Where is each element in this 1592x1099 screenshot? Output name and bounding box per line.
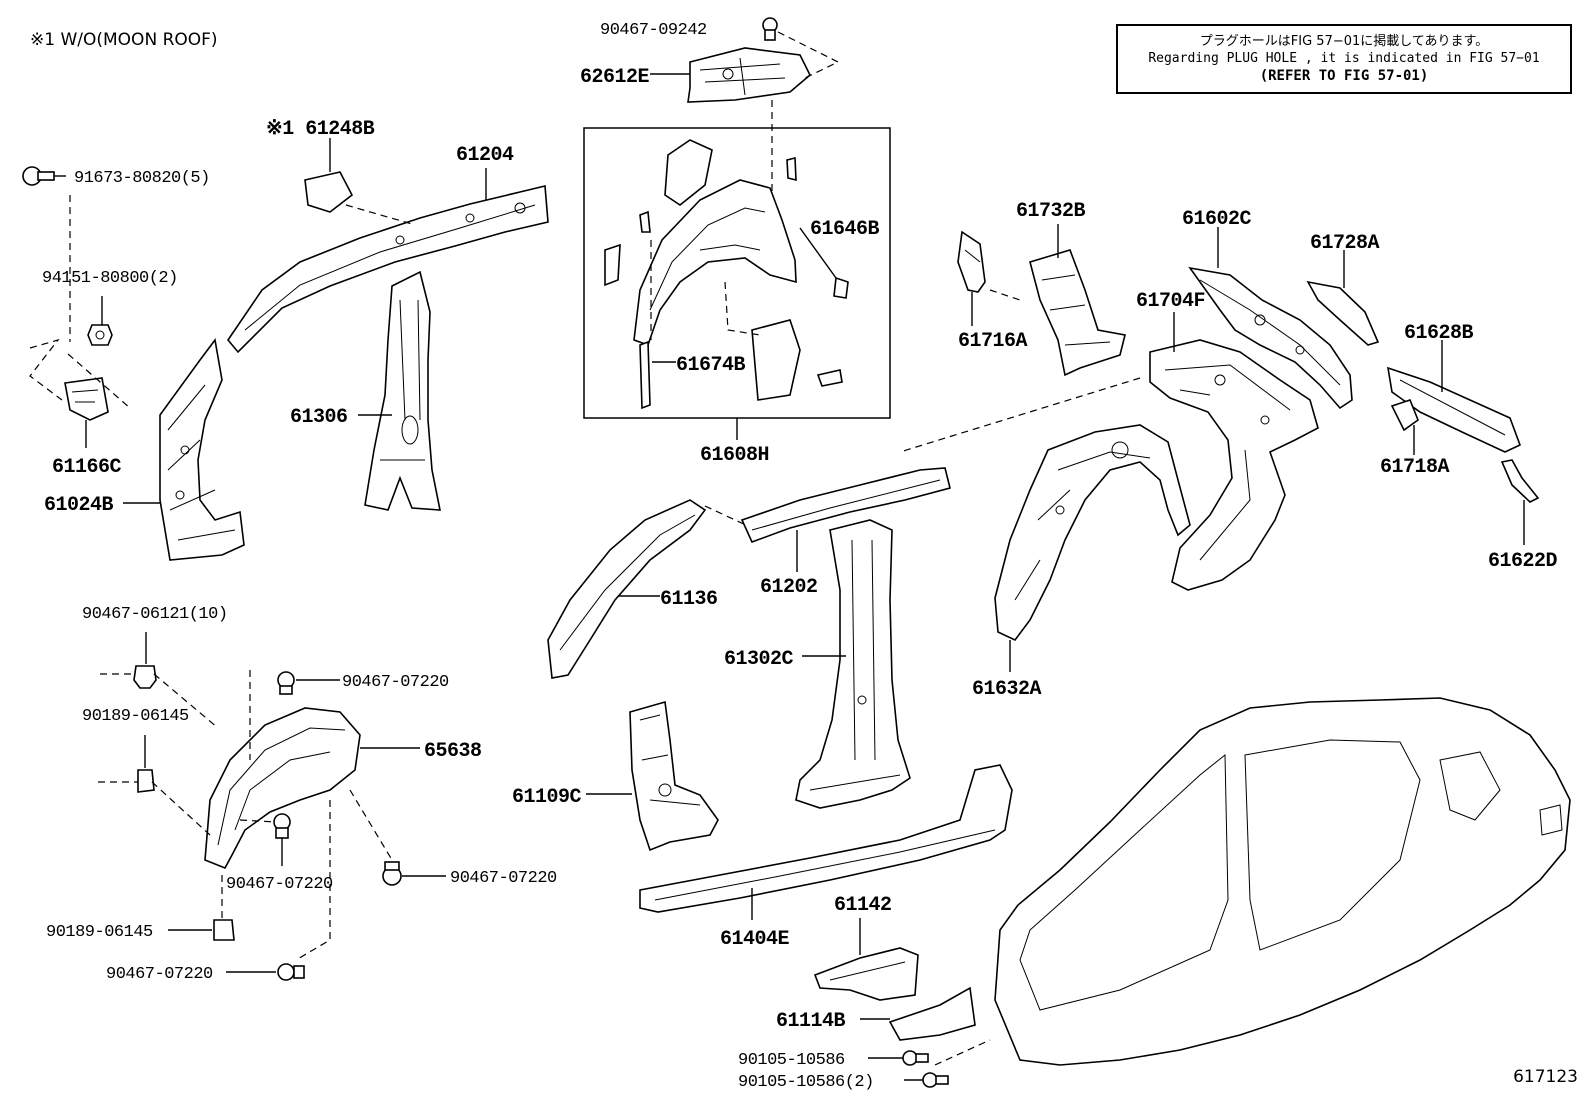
figure-number: 617123 [1513, 1067, 1578, 1087]
label-61602c: 61602C [1182, 208, 1252, 231]
fastener-90467-07220-clip-b [273, 813, 291, 839]
part-61306-b-pillar-illustration [364, 270, 441, 511]
part-61166c-bracket-illustration [64, 377, 109, 421]
label-90189-06145-b: 90189-06145 [46, 923, 153, 942]
label-61202: 61202 [760, 576, 818, 599]
part-61602c-rail-illustration [1188, 266, 1353, 410]
part-61136-a-pillar-outer-illustration [547, 499, 707, 679]
label-61248b: ※1 61248B [266, 118, 375, 141]
label-61404e: 61404E [720, 928, 790, 951]
label-90105-10586-2: 90105-10586(2) [738, 1073, 874, 1092]
label-61204: 61204 [456, 144, 514, 167]
part-61109c-illustration [629, 700, 719, 852]
fastener-90189-06145-clip-b [213, 919, 235, 941]
label-90467-07220-d: 90467-07220 [106, 965, 213, 984]
part-61608h-illustration [604, 139, 849, 410]
part-61142-bracket-illustration [813, 947, 919, 1001]
label-61142: 61142 [834, 894, 892, 917]
part-61114b-bracket-illustration [888, 986, 976, 1041]
part-61716a-illustration [957, 230, 986, 293]
label-90467-07220-c: 90467-07220 [450, 869, 557, 888]
fastener-90467-07220-clip-c [382, 861, 402, 886]
part-61024b-a-pillar-illustration [159, 338, 245, 561]
part-65638-fender-liner-illustration [204, 707, 361, 870]
reference-line-japanese: プラグホールはFIG 57−01に掲載してあります。 [1199, 34, 1489, 49]
label-90189-06145-a: 90189-06145 [82, 707, 189, 726]
fastener-91673-bolt [22, 166, 55, 186]
label-90467-07220-a: 90467-07220 [342, 673, 449, 692]
label-61306: 61306 [290, 406, 348, 429]
label-90467-06121: 90467-06121(10) [82, 605, 228, 624]
part-61718a-illustration [1390, 399, 1419, 432]
fastener-90467-06121-clip [133, 665, 157, 689]
reference-fig-link[interactable]: (REFER TO FIG 57-01) [1259, 68, 1429, 84]
fastener-90105-bolt-b [922, 1072, 949, 1088]
part-61728a-illustration [1306, 280, 1380, 346]
label-61166c: 61166C [52, 456, 122, 479]
label-61632a: 61632A [972, 678, 1042, 701]
label-65638: 65638 [424, 740, 482, 763]
label-61728a: 61728A [1310, 232, 1380, 255]
part-61632a-quarter-inner-illustration [994, 424, 1191, 642]
body-side-outer-illustration [994, 697, 1571, 1066]
label-61716a: 61716A [958, 330, 1028, 353]
fastener-90467-07220-clip-a [277, 671, 295, 695]
label-61024b: 61024B [44, 494, 114, 517]
fastener-90189-06145-clip-a [137, 769, 155, 793]
fastener-90105-bolt-a [902, 1050, 929, 1066]
label-62612e: 62612E [580, 66, 650, 89]
part-61704f-wheelhouse-illustration [1149, 339, 1319, 591]
part-61622d-illustration [1500, 459, 1540, 503]
label-61732b: 61732B [1016, 200, 1086, 223]
label-61608h: 61608H [700, 444, 769, 467]
label-61646b: 61646B [810, 218, 880, 241]
label-90105-10586: 90105-10586 [738, 1051, 845, 1070]
part-61202-roof-side-rail-illustration [740, 467, 951, 544]
label-61704f: 61704F [1136, 290, 1205, 313]
fastener-90467-07220-clip-d [277, 963, 305, 981]
label-61109c: 61109C [512, 786, 582, 809]
label-91673-80820: 91673-80820(5) [74, 169, 210, 188]
reference-line-english: Regarding PLUG HOLE , it is indicated in… [1148, 51, 1540, 66]
label-61674b: 61674B [676, 354, 746, 377]
label-61114b: 61114B [776, 1010, 846, 1033]
label-61628b: 61628B [1404, 322, 1474, 345]
label-90467-09242: 90467-09242 [600, 21, 707, 40]
part-61404e-rocker-illustration [639, 764, 1013, 913]
fastener-94151-nut [87, 324, 113, 346]
label-61718a: 61718A [1380, 456, 1450, 479]
label-94151-80800: 94151-80800(2) [42, 269, 178, 288]
moon-roof-note: ※1 W/O(MOON ROOF) [30, 30, 218, 50]
part-62612e-illustration [687, 17, 840, 103]
part-61732b-illustration [1029, 249, 1126, 377]
label-61136: 61136 [660, 588, 718, 611]
label-61302c: 61302C [724, 648, 794, 671]
part-61204-roof-rail-illustration [226, 171, 549, 354]
label-90467-07220-b: 90467-07220 [226, 875, 333, 894]
part-61302c-b-pillar-outer-illustration [795, 519, 911, 809]
plug-hole-reference-box: プラグホールはFIG 57−01に掲載してあります。 Regarding PLU… [1116, 24, 1572, 94]
label-61622d: 61622D [1488, 550, 1558, 573]
